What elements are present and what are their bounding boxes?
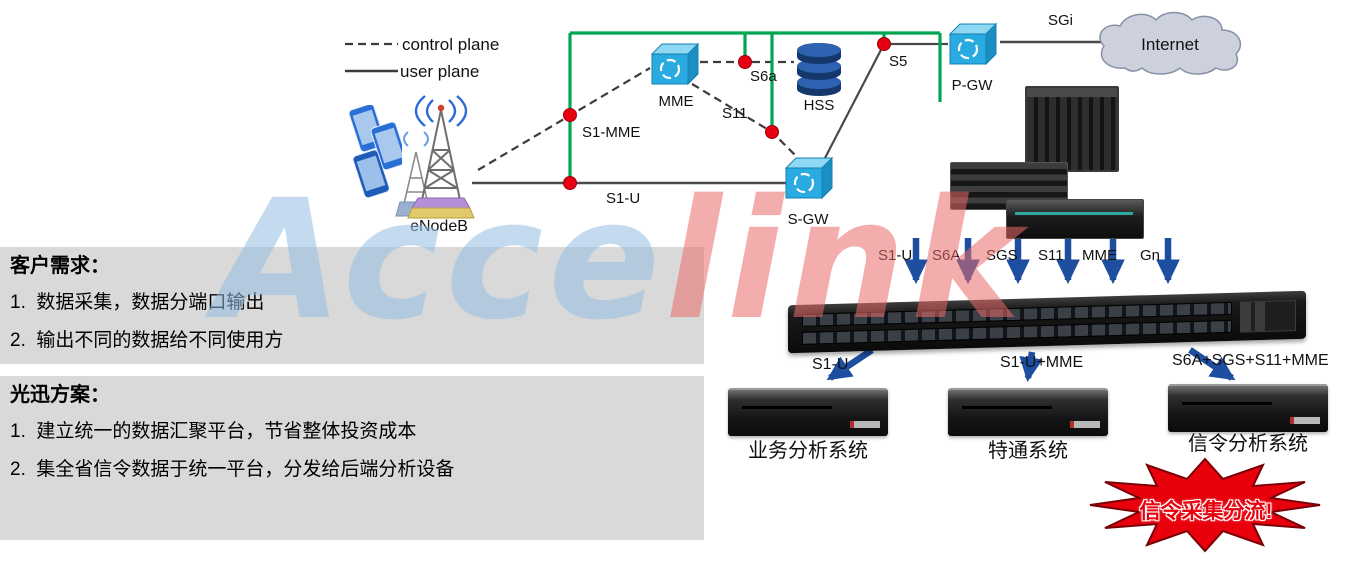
enodeb-tower-icon [388,94,494,227]
server-tetong [948,388,1108,436]
s6a-label: S6a [750,68,777,85]
s1u-label: S1-U [606,190,641,207]
output-label-1: S1-U [812,356,849,373]
internet-cloud-icon [1099,11,1242,75]
solution-panel: 光迅方案： 1. 建立统一的数据汇聚平台，节省整体投资成本 2. 集全省信令数据… [0,376,704,540]
starburst-caption: 信令采集分流! [1139,500,1273,523]
ue-phones-icon [338,103,408,210]
sgi-label: SGi [1048,12,1074,29]
sgw-label: S-GW [787,211,829,228]
probe-server-photo-2 [1006,199,1144,239]
output-label-3: S6A+SGS+S11+MME [1172,352,1329,369]
input-label-s11: S11 [1038,247,1064,264]
output-label-2: S1-U+MME [1000,354,1084,371]
pgw-label: P-GW [951,77,993,94]
input-label-s1u: S1-U [878,247,913,264]
requirements-item-1: 1. 数据采集，数据分端口输出 [10,292,265,313]
requirements-panel: 客户需求： 1. 数据采集，数据分端口输出 2. 输出不同的数据给不同使用方 [0,247,704,364]
requirements-item-2: 2. 输出不同的数据给不同使用方 [10,329,284,351]
input-label-mme: MME [1082,247,1117,264]
collector-output-arrows [826,347,1236,383]
internet-label: Internet [1141,35,1199,54]
server-business-analysis [728,388,888,436]
tap-points [563,37,891,190]
mme-router-icon [648,42,700,95]
server-label-tetong: 特通系统 [988,440,1068,462]
pgw-router-icon [946,22,998,75]
switch-mgmt-panel [1240,300,1296,333]
hss-label: HSS [803,97,835,114]
s1mme-label: S1-MME [582,124,641,141]
input-label-gn: Gn [1140,247,1161,264]
mme-label: MME [658,93,694,110]
input-label-sgs: SGS [986,247,1018,264]
solution-title: 光迅方案： [10,384,110,406]
server-label-signaling: 信令分析系统 [1188,433,1308,455]
hss-database-icon [794,40,844,103]
requirements-title: 客户需求： [10,255,110,277]
solution-item-1: 1. 建立统一的数据汇聚平台，节省整体投资成本 [10,421,417,442]
input-label-s6a: S6A [932,247,961,264]
probe-chassis-photo [1025,86,1119,172]
sgw-router-icon [782,156,834,209]
solution-item-2: 2. 集全省信令数据于统一平台，分发给后端分析设备 [10,458,455,480]
s1mme-link [477,67,651,171]
server-label-business: 业务分析系统 [748,440,868,462]
starburst-icon [1089,457,1321,553]
s11-label: S11 [722,105,748,122]
s5-label: S5 [889,53,908,70]
enodeb-label: eNodeB [410,218,468,235]
tap-lines [568,31,942,184]
collector-input-arrows [904,238,1180,285]
legend-control-plane-label: control plane [402,35,500,54]
server-signaling-analysis [1168,384,1328,432]
legend-user-plane-label: user plane [400,62,480,81]
